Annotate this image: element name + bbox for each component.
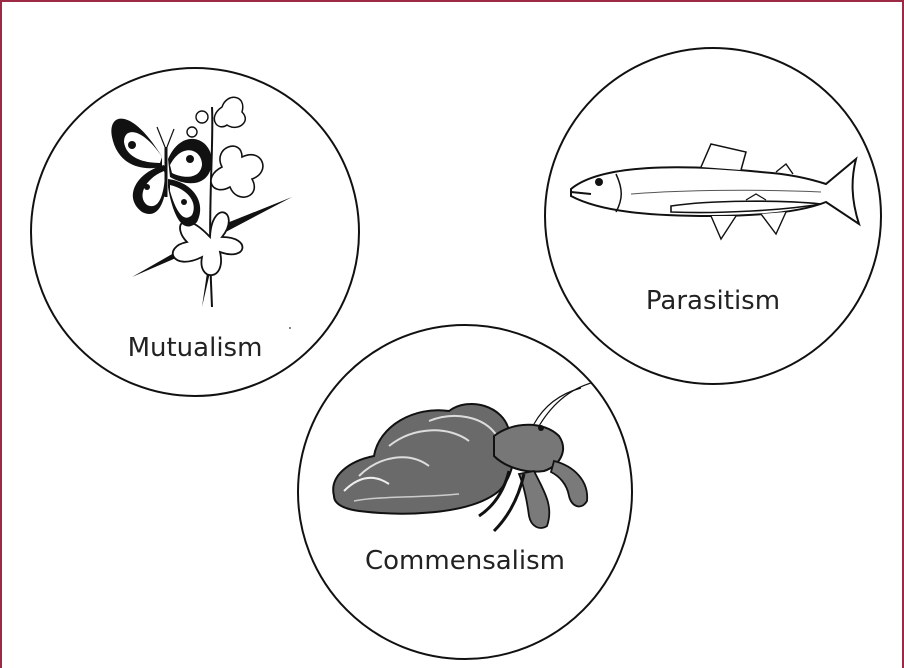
commensalism-circle: Commensalism (297, 324, 633, 660)
parasitism-circle: Parasitism (544, 47, 882, 385)
hermit-crab-icon (319, 366, 609, 541)
butterfly-on-flower-icon (102, 87, 302, 312)
fish-with-lamprey-icon (561, 134, 871, 254)
stray-mark (289, 327, 291, 329)
mutualism-circle: Mutualism (30, 67, 360, 397)
parasitism-label: Parasitism (546, 286, 880, 316)
mutualism-label: Mutualism (32, 333, 358, 363)
commensalism-label: Commensalism (299, 546, 631, 576)
